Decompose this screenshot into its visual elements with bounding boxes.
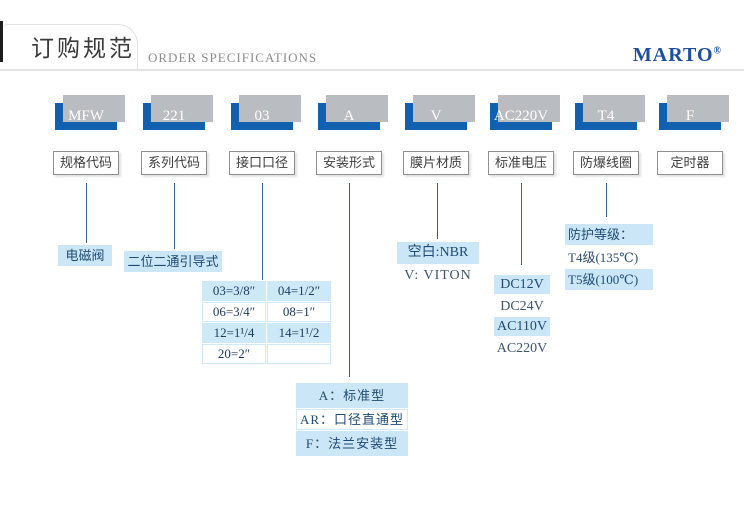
port-size-cell: 20=2″ bbox=[202, 344, 266, 364]
port-size-cell: 08=1″ bbox=[267, 302, 331, 322]
label-coil: 防爆线圈 bbox=[573, 151, 639, 175]
code-box-diaphragm: V bbox=[405, 95, 475, 130]
label-spec: 规格代码 bbox=[53, 151, 119, 175]
note-series-meaning: 二位二通引导式 bbox=[124, 251, 222, 272]
left-edge-tick bbox=[0, 21, 3, 62]
label-timer: 定时器 bbox=[657, 151, 723, 175]
code-box-series: 221 bbox=[143, 95, 213, 130]
note-voltage-dc24v: DC24V bbox=[500, 299, 544, 314]
code-box-timer: F bbox=[659, 95, 729, 130]
header-divider bbox=[0, 69, 744, 71]
code-box-coil: T4 bbox=[575, 95, 645, 130]
title-tab-outline bbox=[3, 24, 138, 70]
note-voltage-dc12v: DC12V bbox=[494, 275, 550, 294]
port-size-cell: 04=1/2″ bbox=[267, 281, 331, 301]
note-mounting-standard: A：标准型 bbox=[296, 383, 408, 408]
brand-logo: MARTO® bbox=[633, 44, 722, 67]
note-mounting-flange: F：法兰安装型 bbox=[296, 431, 408, 456]
connector-spec bbox=[86, 183, 87, 243]
connector-series bbox=[174, 183, 175, 249]
label-port: 接口口径 bbox=[229, 151, 295, 175]
connector-coil bbox=[606, 183, 607, 217]
label-diaphragm: 膜片材质 bbox=[403, 151, 469, 175]
port-size-cell: 03=3/8″ bbox=[202, 281, 266, 301]
registered-mark: ® bbox=[713, 45, 722, 57]
note-protection-title: 防护等级： bbox=[565, 224, 653, 245]
note-diaphragm-viton: V: VITON bbox=[404, 268, 472, 283]
brand-name: MARTO bbox=[632, 44, 714, 66]
note-mounting-straight: AR：口径直通型 bbox=[296, 409, 408, 430]
connector-mounting bbox=[349, 183, 350, 377]
connector-port bbox=[262, 183, 263, 280]
note-spec-meaning: 电磁阀 bbox=[58, 245, 112, 266]
note-protection-t4: T4级(135℃) bbox=[568, 250, 639, 265]
code-box-mounting: A bbox=[318, 95, 388, 130]
label-series: 系列代码 bbox=[141, 151, 207, 175]
note-voltage-ac220v: AC220V bbox=[496, 341, 548, 356]
port-size-cell: 14=1¹/2 bbox=[267, 323, 331, 343]
label-voltage: 标准电压 bbox=[488, 151, 554, 175]
page-subtitle: ORDER SPECIFICATIONS bbox=[148, 50, 318, 65]
port-size-cell: 06=3/4″ bbox=[202, 302, 266, 322]
label-mounting: 安装形式 bbox=[316, 151, 382, 175]
code-box-port: 03 bbox=[231, 95, 301, 130]
code-box-spec: MFW bbox=[55, 95, 125, 130]
page-title: 订购规范 bbox=[31, 36, 135, 61]
note-diaphragm-nbr: 空白:NBR bbox=[397, 242, 479, 264]
note-voltage-ac110v: AC110V bbox=[494, 317, 550, 336]
connector-voltage bbox=[521, 183, 522, 265]
port-size-cell: 12=1¹/4 bbox=[202, 323, 266, 343]
port-size-table: 03=3/8″ 04=1/2″ 06=3/4″ 08=1″ 12=1¹/4 14… bbox=[202, 281, 331, 364]
code-box-voltage: AC220V bbox=[490, 95, 560, 130]
note-protection-t5: T5级(100℃) bbox=[565, 269, 653, 290]
port-size-cell bbox=[267, 344, 331, 364]
connector-diaphragm bbox=[437, 183, 438, 239]
